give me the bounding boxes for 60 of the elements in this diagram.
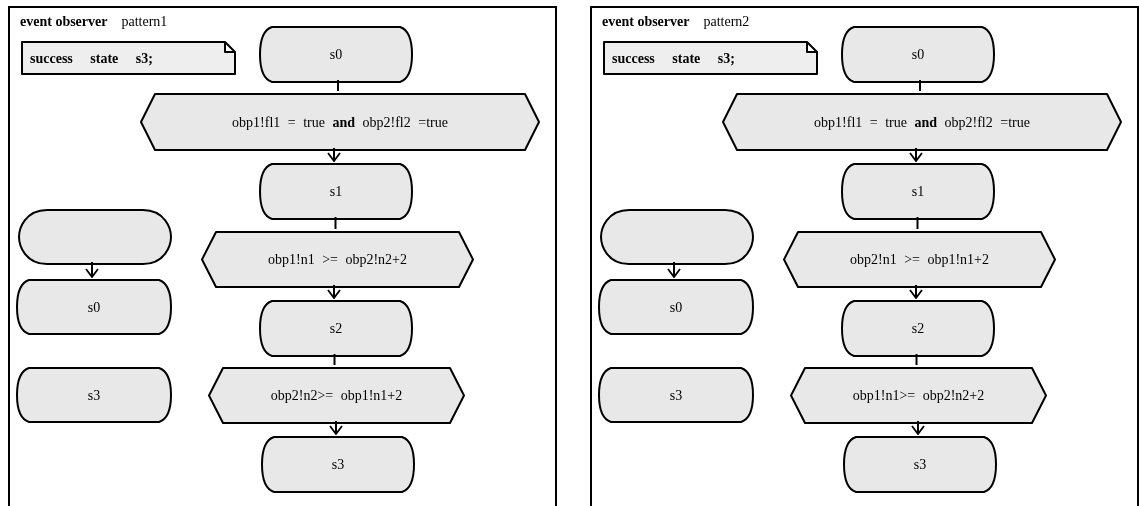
- connector-line: [333, 353, 336, 366]
- state-name: s3: [913, 456, 927, 474]
- condition-text: obp1!n1 >= obp2!n2+2: [268, 251, 407, 269]
- state-box: [599, 280, 753, 334]
- arrow: [909, 284, 923, 299]
- condition-hexagon: [791, 368, 1046, 423]
- condition-text: obp2!n1 >= obp1!n1+2: [850, 251, 989, 269]
- state-name: s1: [329, 183, 343, 201]
- state-box: [17, 368, 171, 422]
- arrow: [327, 284, 341, 299]
- state-box: [260, 164, 412, 219]
- state-box: [844, 437, 996, 492]
- arrow: [327, 147, 341, 162]
- state-name: s3: [669, 386, 683, 405]
- state-name: s2: [911, 320, 925, 338]
- condition-text: obp1!fl1 = true and obp2!fl2 =true: [232, 113, 448, 132]
- note-text: success state s3;: [611, 49, 736, 68]
- state-box: [260, 301, 412, 356]
- arrow: [667, 261, 681, 278]
- frame-name: pattern2: [703, 13, 750, 31]
- condition-hexagon: [784, 232, 1055, 287]
- state-box: [842, 27, 994, 82]
- state-name: s1: [911, 183, 925, 201]
- connector-line: [916, 216, 919, 230]
- frame-name: pattern1: [121, 13, 168, 31]
- arrow: [911, 420, 925, 435]
- frame: [8, 6, 557, 506]
- state-box: [260, 27, 412, 82]
- condition-hexagon: [209, 368, 464, 423]
- state-box: [17, 280, 171, 334]
- note-text: success state s3;: [29, 49, 154, 68]
- connector-line: [919, 79, 921, 92]
- note-box: [22, 42, 235, 74]
- condition-hexagon: [141, 94, 539, 150]
- state-name: s0: [669, 298, 683, 317]
- arrow: [85, 261, 99, 278]
- frame-keyword: event observer: [20, 13, 108, 31]
- condition-text: obp1!n1>= obp2!n2+2: [852, 387, 985, 405]
- arrow: [329, 420, 343, 435]
- state-name: s0: [329, 46, 343, 64]
- condition-text: obp1!fl1 = true and obp2!fl2 =true: [814, 113, 1030, 132]
- condition-text: obp2!n2>= obp1!n1+2: [270, 387, 403, 405]
- connector-line: [337, 79, 339, 92]
- connector-line: [915, 353, 918, 366]
- state-box: [599, 368, 753, 422]
- frame: [590, 6, 1139, 506]
- state-box: [842, 301, 994, 356]
- state-name: s0: [911, 46, 925, 64]
- state-name: s3: [87, 386, 101, 405]
- state-name: s3: [331, 456, 345, 474]
- state-name: s0: [87, 298, 101, 317]
- frame-keyword: event observer: [602, 13, 690, 31]
- state-box: [262, 437, 414, 492]
- state-name: s2: [329, 320, 343, 338]
- state-box: [842, 164, 994, 219]
- note-box: [604, 42, 817, 74]
- arrow: [909, 147, 923, 162]
- condition-hexagon: [202, 232, 473, 287]
- condition-hexagon: [723, 94, 1121, 150]
- connector-line: [334, 216, 337, 230]
